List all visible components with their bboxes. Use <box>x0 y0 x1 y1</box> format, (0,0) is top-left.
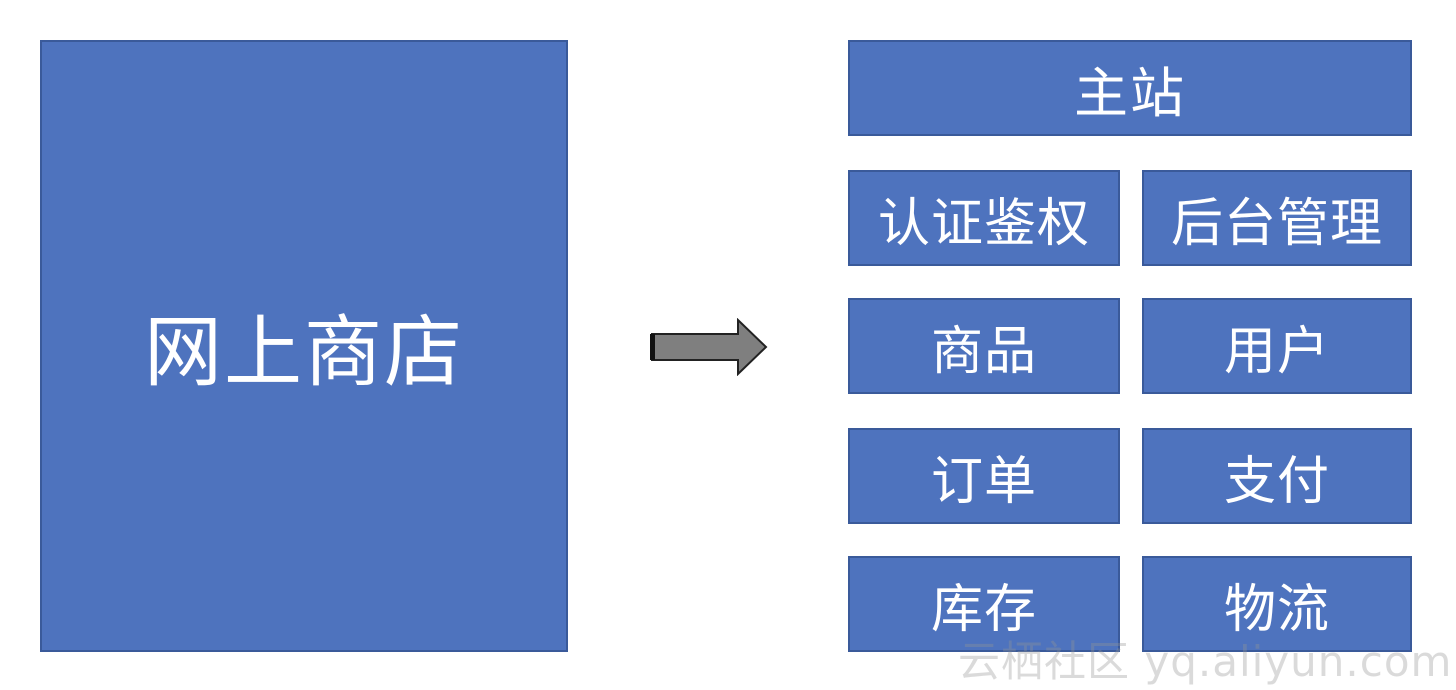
module-box-inventory: 库存 <box>848 556 1120 652</box>
module-label: 商品 <box>930 321 1037 382</box>
module-box-payment: 支付 <box>1142 428 1412 524</box>
module-box-auth: 认证鉴权 <box>848 170 1120 266</box>
module-box-product: 商品 <box>848 298 1120 394</box>
module-label: 认证鉴权 <box>877 193 1090 254</box>
module-label: 库存 <box>930 579 1037 640</box>
module-box-order: 订单 <box>848 428 1120 524</box>
online-store-box: 网上商店 <box>40 40 568 652</box>
main-site-box: 主站 <box>848 40 1412 136</box>
module-label: 用户 <box>1223 321 1330 382</box>
online-store-label: 网上商店 <box>143 308 464 398</box>
right-arrow-icon <box>650 318 768 376</box>
module-box-logistics: 物流 <box>1142 556 1412 652</box>
watermark: 云栖社区 yq.aliyun.com <box>958 637 1453 686</box>
module-label: 订单 <box>930 451 1037 512</box>
module-box-admin: 后台管理 <box>1142 170 1412 266</box>
module-label: 支付 <box>1223 451 1330 512</box>
module-label: 后台管理 <box>1170 193 1383 254</box>
module-label: 物流 <box>1223 579 1330 640</box>
module-box-user: 用户 <box>1142 298 1412 394</box>
main-site-label: 主站 <box>1074 61 1186 125</box>
